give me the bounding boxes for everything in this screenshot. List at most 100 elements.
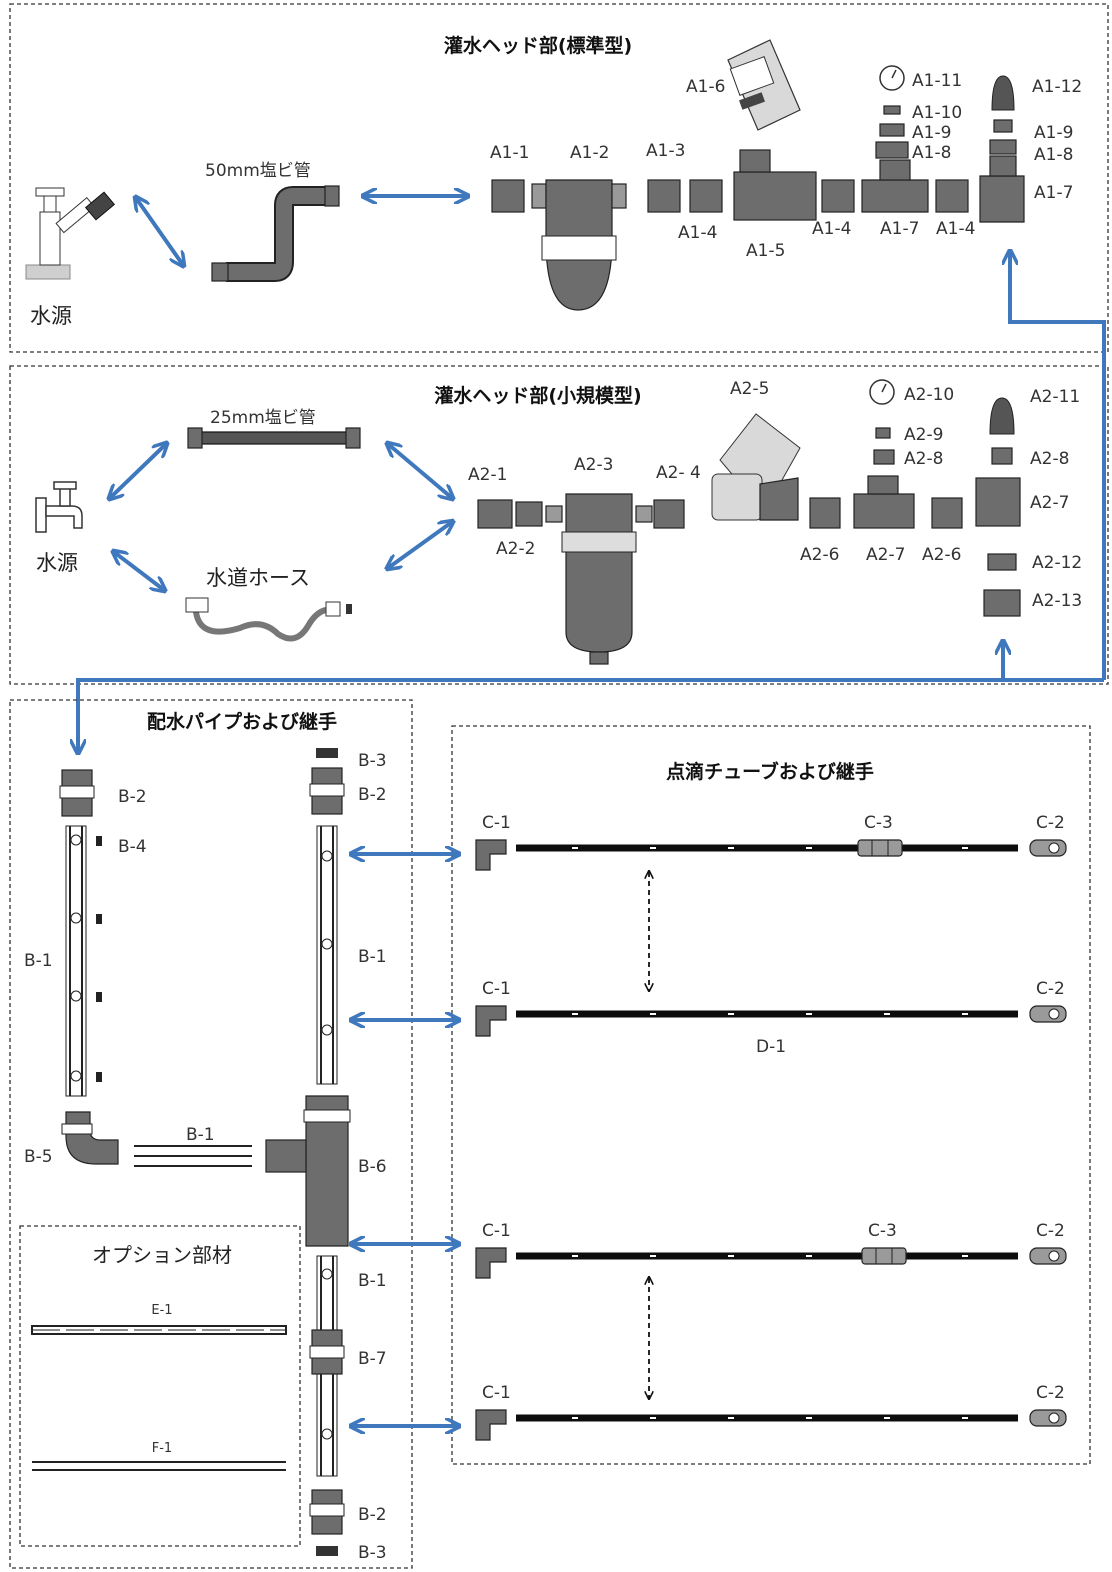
- c-1-label: C-1: [482, 979, 511, 999]
- a2-6-socket-b-icon: [931, 497, 963, 529]
- emitter-mark: [962, 1255, 968, 1257]
- emitter-mark: [728, 1013, 734, 1015]
- b-3-bottom-cap-icon: [316, 1546, 338, 1556]
- c-2-end-cap-icon: [1029, 1005, 1067, 1023]
- e-1-label: E-1: [151, 1303, 172, 1318]
- pipe-to-small-head-arrow: [388, 444, 452, 498]
- distribution-section: 配水パイプおよび継手 B-2 B-4 B-1 B-5: [9, 699, 413, 1569]
- a1-1-union-icon: [491, 179, 525, 213]
- d-1-label: D-1: [756, 1037, 786, 1057]
- a1-10-label: A1-10: [912, 103, 962, 123]
- pvc-pipe-50mm-icon: [211, 185, 340, 282]
- a1-5-valve-icon: [733, 171, 817, 221]
- a1-1-label: A1-1: [490, 143, 529, 163]
- water-source-valve-icon: [25, 187, 116, 280]
- emitter-mark: [572, 1417, 578, 1419]
- b-1-right-label-b: B-1: [358, 1271, 387, 1291]
- a2-5-controller-icon: [711, 413, 801, 521]
- source-to-pipe-arrow: [136, 198, 183, 265]
- standard-head-assembly: [491, 39, 1025, 311]
- a1-2-label: A1-2: [570, 143, 609, 163]
- a1-6-label: A1-6: [686, 77, 725, 97]
- emitter-mark: [806, 847, 812, 849]
- small-head-to-distribution-line: [78, 650, 1005, 752]
- c-1-label: C-1: [482, 1383, 511, 1403]
- a2-6-socket-icon: [809, 497, 841, 529]
- c-3-joint-icon: [857, 839, 903, 857]
- emitter-mark: [650, 847, 656, 849]
- drip-row: C-1 C-2: [475, 1383, 1067, 1441]
- left-distribution-pipe: [59, 769, 119, 1165]
- b-5-elbow-icon: [65, 1111, 119, 1165]
- distribution-title: 配水パイプおよび継手: [147, 710, 337, 733]
- c-2-end-cap-icon: [1029, 1247, 1067, 1265]
- emitter-mark: [806, 1013, 812, 1015]
- emitter-mark: [572, 1255, 578, 1257]
- drip-title: 点滴チューブおよび継手: [666, 760, 874, 783]
- standard-water-source-label: 水源: [30, 304, 72, 328]
- a1-10-fitting-icon: [883, 105, 901, 115]
- a1-4-socket-icon: [689, 179, 723, 213]
- options-frame: [19, 1225, 301, 1547]
- a2-11-air-valve-icon: [989, 397, 1015, 435]
- c-2-label: C-2: [1036, 1383, 1065, 1403]
- emitter-mark: [884, 1013, 890, 1015]
- a2-3-filter-icon: [565, 493, 633, 653]
- c-1-connector-icon: [475, 1409, 507, 1441]
- small-water-source-label: 水源: [36, 551, 78, 575]
- a1-4-socket-c-icon: [935, 179, 969, 213]
- c-2-label: C-2: [1036, 813, 1065, 833]
- pvc-pipe-25mm-label: 25mm塩ビ管: [210, 408, 316, 428]
- c-1-label: C-1: [482, 813, 511, 833]
- a1-7-label-a: A1-7: [880, 219, 919, 239]
- emitter-mark: [728, 1417, 734, 1419]
- b-3-bottom-label: B-3: [358, 1543, 387, 1563]
- a1-7-tee-icon: [861, 179, 929, 213]
- a1-4-label-a: A1-4: [678, 223, 717, 243]
- emitter-mark: [806, 1255, 812, 1257]
- a2-13-label: A2-13: [1032, 591, 1082, 611]
- a1-4-socket-b-icon: [821, 179, 855, 213]
- b-5-label: B-5: [24, 1147, 53, 1167]
- a2-4-socket-icon: [653, 499, 685, 529]
- a1-8-label-a: A1-8: [912, 143, 951, 163]
- a2-8-label-b: A2-8: [1030, 449, 1069, 469]
- b-6-label: B-6: [358, 1157, 387, 1177]
- a1-8-label-b: A1-8: [1034, 145, 1073, 165]
- emitter-mark: [962, 1013, 968, 1015]
- small-head-assembly: [477, 379, 1021, 665]
- emitter-mark: [962, 847, 968, 849]
- b-3-top-cap-icon: [316, 748, 338, 758]
- a1-3-label: A1-3: [646, 141, 685, 161]
- standard-head-title: 灌水ヘッド部(標準型): [444, 34, 632, 57]
- emitter-mark: [572, 1013, 578, 1015]
- a1-6-controller-icon: [727, 39, 801, 131]
- a1-12-air-valve-icon: [991, 75, 1015, 111]
- hose-label: 水道ホース: [206, 566, 310, 590]
- b-2-left-label: B-2: [118, 787, 147, 807]
- small-head-section: 灌水ヘッド部(小規模型) 水源 25mm塩ビ管 水道ホース: [9, 365, 1109, 685]
- emitter-mark: [728, 847, 734, 849]
- b-3-top-label: B-3: [358, 751, 387, 771]
- main-distribution-pipe: [265, 748, 351, 1556]
- small-head-title: 灌水ヘッド部(小規模型): [434, 384, 641, 407]
- c-2-label: C-2: [1036, 1221, 1065, 1241]
- c-1-label: C-1: [482, 1221, 511, 1241]
- a2-7-tee-b-icon: [975, 477, 1021, 527]
- a2-6-label-b: A2-6: [922, 545, 961, 565]
- a2-9-fitting-icon: [875, 427, 891, 439]
- small-head-frame: [9, 365, 1109, 685]
- b-7-label: B-7: [358, 1349, 387, 1369]
- c-3-joint-icon: [861, 1247, 907, 1265]
- a1-7-label-b: A1-7: [1034, 183, 1073, 203]
- horizontal-distribution-pipe: [134, 1145, 252, 1167]
- garden-hose-icon: [185, 597, 352, 642]
- c-2-end-cap-icon: [1029, 1409, 1067, 1427]
- hose-to-small-head-arrow: [388, 522, 452, 568]
- a2-1-adapter-icon: [477, 499, 513, 529]
